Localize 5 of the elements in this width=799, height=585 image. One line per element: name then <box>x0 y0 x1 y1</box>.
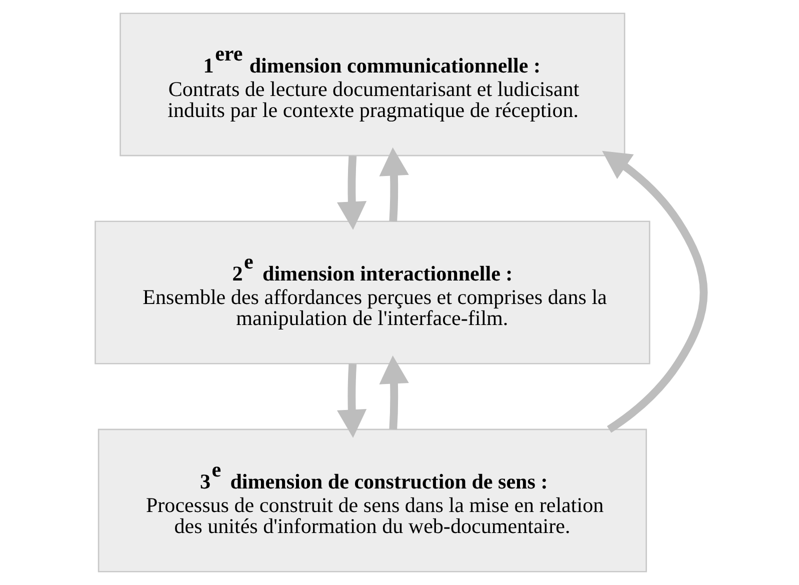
arrow <box>336 156 367 230</box>
arrow <box>379 147 409 222</box>
arrow <box>602 150 708 433</box>
arrow <box>336 364 367 438</box>
arrow <box>379 355 409 430</box>
